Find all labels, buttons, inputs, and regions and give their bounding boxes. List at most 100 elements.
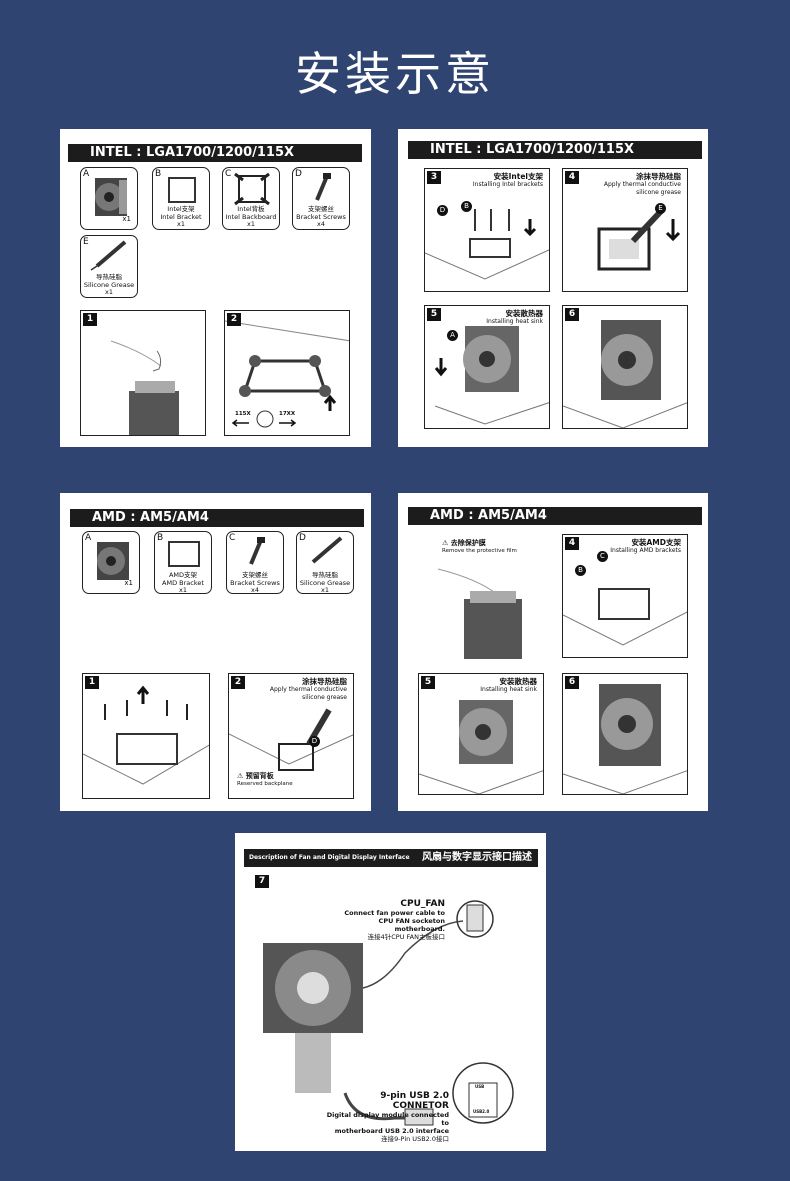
backboard-icon	[234, 172, 270, 206]
amd-bracket-illustration	[563, 588, 687, 646]
part-letter: B	[155, 169, 162, 179]
fan-display-panel: Description of Fan and Digital Display I…	[235, 833, 546, 1151]
intel-steps-panel: INTEL : LGA1700/1200/115X 3 安装Intel支架 In…	[398, 129, 708, 447]
part-qty: x1	[179, 586, 187, 594]
amd-parts-panel: AMD : AM5/AM4 A x1 B AMD支架 AMD Bracket x…	[60, 493, 371, 811]
part-qty: x1	[124, 579, 133, 587]
intel-step-5: 5 安装散热器 Installing heat sink A	[424, 305, 550, 429]
part-qty: x1	[247, 220, 255, 228]
part-en: AMD Bracket	[162, 578, 204, 587]
step-number: 5	[421, 676, 435, 689]
intel-steps-header: INTEL : LGA1700/1200/115X	[408, 141, 702, 159]
part-qty: x1	[177, 220, 185, 228]
step-number: 6	[565, 676, 579, 689]
part-letter: D	[299, 533, 306, 543]
step-number: 7	[255, 875, 269, 888]
part-cn: AMD支架	[168, 571, 198, 579]
callout-a: A	[447, 330, 458, 341]
part-qty: x1	[321, 586, 329, 594]
fan-step-7: 7	[255, 875, 271, 890]
remove-film-warning: ⚠ 去除保护膜 Remove the protective film	[442, 539, 517, 554]
step-number: 3	[427, 171, 441, 184]
remove-film-illustration	[437, 568, 522, 659]
part-en: Silicone Grease	[83, 280, 135, 289]
intel-parts-panel: INTEL : LGA1700/1200/115X A x1 B Intel支架…	[60, 129, 371, 447]
grease-syringe-icon	[90, 240, 127, 271]
part-qty: x4	[317, 220, 325, 228]
amd-step-5: 5 安装散热器 Installing heat sink	[418, 673, 544, 795]
cooler-icon	[97, 542, 129, 580]
cooler-icon	[95, 178, 127, 216]
part-letter: C	[225, 169, 232, 179]
step-caption: 安装散热器 Installing heat sink	[486, 309, 543, 326]
part-en: Intel Backboard	[225, 212, 277, 221]
installed-cooler-illustration	[563, 684, 687, 794]
page-title: 安装示意	[295, 47, 495, 101]
callout-b: B	[461, 201, 472, 212]
grease-syringe-icon	[311, 536, 343, 564]
callout-c: C	[597, 551, 608, 562]
label-115x: 115X	[235, 411, 251, 417]
usb-header-label-top: USB	[475, 1084, 485, 1089]
backboard-install-illustration	[225, 320, 349, 428]
amd-step-6: 6	[562, 673, 688, 795]
warning-icon: ⚠	[442, 539, 449, 547]
intel-parts-header: INTEL : LGA1700/1200/115X	[68, 144, 362, 162]
usb-description: 9-pin USB 2.0 CONNETOR Digital display m…	[325, 1091, 449, 1143]
heatsink-install-illustration	[419, 700, 543, 794]
step-number: 5	[427, 308, 441, 321]
intel-step-1: 1	[80, 310, 206, 436]
intel-step-2: 2 115X 17XX	[224, 310, 350, 436]
part-qty: x1	[105, 288, 113, 296]
amd-step-2: 2 涂抹导热硅脂 Apply thermal conductive silico…	[228, 673, 354, 799]
usb-desc-2: motherboard USB 2.0 interface	[334, 1127, 449, 1135]
header-cn: 风扇与数字显示接口描述	[422, 852, 532, 863]
part-card-b: B Intel支架 Intel Bracket x1	[152, 167, 210, 230]
step-number: 4	[565, 171, 579, 184]
part-letter: A	[83, 169, 90, 179]
backplane-warning: ⚠ 预留背板 Reserved backplane	[237, 772, 293, 787]
cpu-fan-cn: 连接4针CPU FAN主板接口	[367, 933, 445, 941]
cpu-fan-description: CPU_FAN Connect fan power cable to CPU F…	[335, 899, 445, 941]
step-caption: 安装Intel支架 Installing Intel brackets	[472, 172, 543, 189]
step-number: 4	[565, 537, 579, 550]
step-caption: 安装散热器 Installing heat sink	[480, 677, 537, 694]
amd-parts-header: AMD : AM5/AM4	[70, 509, 364, 527]
part-letter: D	[295, 169, 302, 179]
part-letter: B	[157, 533, 164, 543]
part-letter: E	[83, 237, 89, 247]
usb-cn: 连接9-Pin USB2.0接口	[381, 1135, 449, 1143]
remove-film-illustration	[110, 340, 179, 435]
step-caption: 涂抹导热硅脂 Apply thermal conductive silicone…	[269, 677, 347, 702]
intel-step-4: 4 涂抹导热硅脂 Apply thermal conductive silico…	[562, 168, 688, 292]
installed-cooler-illustration	[563, 320, 687, 428]
part-cn: 导热硅脂	[96, 273, 122, 281]
cpu-fan-desc-1: Connect fan power cable to	[344, 909, 445, 917]
part-en: Silicone Grease	[299, 578, 351, 587]
amd-steps-panel: AMD : AM5/AM4 ⚠ 去除保护膜 Remove the protect…	[398, 493, 708, 811]
intel-step-3: 3 安装Intel支架 Installing Intel brackets D …	[424, 168, 550, 292]
part-cn: Intel支架	[167, 205, 195, 213]
fan-cable-illustration	[263, 900, 514, 1126]
warning-icon: ⚠	[237, 772, 244, 780]
heatsink-install-illustration	[434, 326, 549, 425]
part-card-c: C Intel背板 Intel Backboard x1	[222, 167, 280, 230]
part-card-b: B AMD支架 AMD Bracket x1	[154, 531, 212, 594]
amd-steps-header: AMD : AM5/AM4	[408, 507, 702, 525]
step-number: 6	[565, 308, 579, 321]
step-number: 1	[83, 313, 97, 326]
part-en: Intel Bracket	[160, 212, 202, 221]
part-card-d: D 支架螺丝 Bracket Screws x4	[292, 167, 350, 230]
callout-d: D	[309, 736, 320, 747]
screw-icon	[315, 173, 331, 201]
remove-clips-illustration	[83, 685, 209, 785]
part-cn: Intel背板	[237, 205, 265, 213]
cpu-fan-title: CPU_FAN	[400, 899, 445, 909]
part-en: Bracket Screws	[230, 578, 280, 587]
step-caption: 安装AMD支架 Installing AMD brackets	[610, 538, 681, 555]
step-number: 2	[231, 676, 245, 689]
usb-desc-1: Digital display module connected to	[326, 1111, 449, 1127]
part-en: Bracket Screws	[296, 212, 346, 221]
part-card-e: E 导热硅脂 Silicone Grease x1	[80, 235, 138, 298]
step-number: 2	[227, 313, 241, 326]
